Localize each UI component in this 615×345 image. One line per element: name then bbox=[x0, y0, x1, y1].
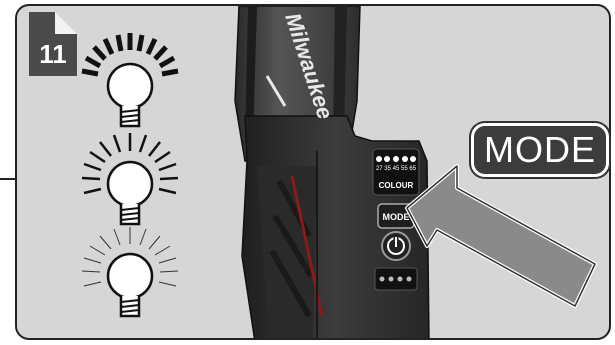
mode-callout-label: MODE bbox=[471, 123, 609, 177]
pointer-arrow bbox=[407, 166, 595, 306]
tool-mode-button-label: MODE bbox=[383, 212, 410, 222]
power-button[interactable] bbox=[382, 232, 410, 260]
step-number: 11 bbox=[29, 39, 77, 70]
colour-values-text: 27 35 45 55 65 bbox=[376, 166, 417, 172]
battery-indicator bbox=[375, 268, 417, 290]
bright-bulb-icon bbox=[82, 33, 178, 126]
step-number-badge: 11 bbox=[29, 12, 77, 76]
page-fold-corner bbox=[55, 12, 77, 34]
medium-bulb-icon bbox=[82, 133, 178, 224]
dim-bulb-icon bbox=[82, 227, 178, 316]
colour-label-text: COLOUR bbox=[379, 181, 414, 190]
colour-display: 27 35 45 55 65 COLOUR bbox=[373, 149, 419, 195]
page-edge-line bbox=[0, 178, 15, 180]
